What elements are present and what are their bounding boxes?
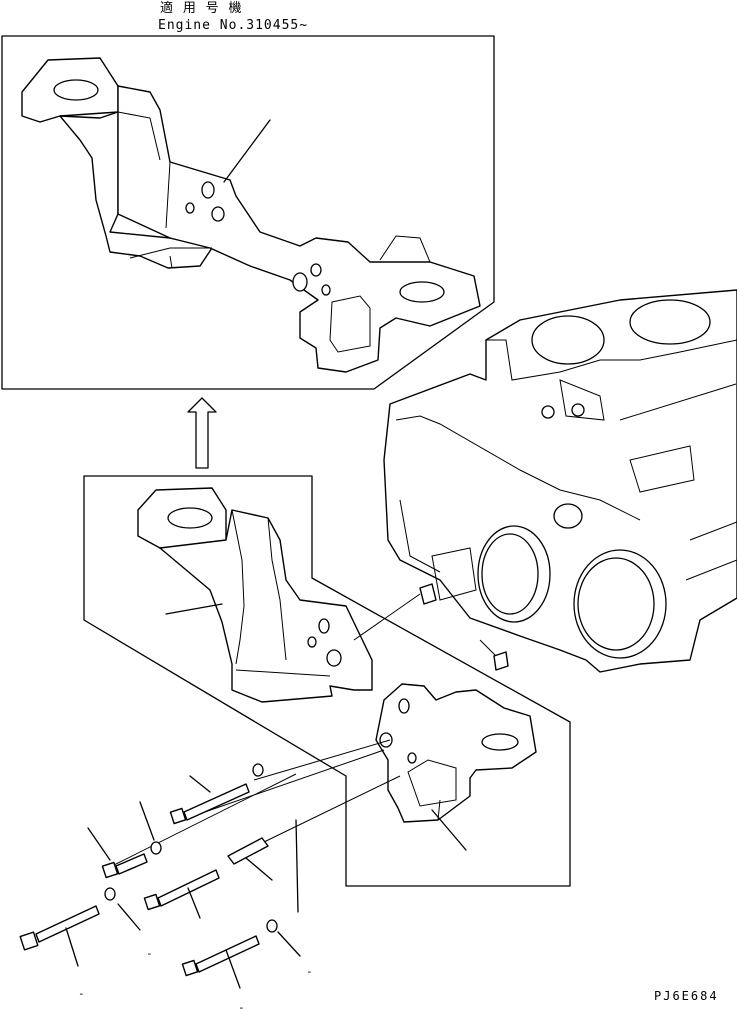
inset-frame xyxy=(1,35,495,390)
leader-washer-2 xyxy=(139,801,155,841)
callout-dash-2: - xyxy=(78,987,85,1000)
bolt-2 xyxy=(101,853,148,879)
spacer-sleeve xyxy=(227,837,269,865)
washer-4 xyxy=(266,919,278,933)
alignment-line-2 xyxy=(253,739,391,781)
dowel-pin-upper xyxy=(419,583,437,605)
callout-dash-3: - xyxy=(306,965,313,978)
up-arrow-icon xyxy=(187,397,217,469)
callout-dash-4: - xyxy=(238,1001,245,1014)
inset-leader-line xyxy=(223,119,271,183)
leader-bolt-1 xyxy=(189,775,211,793)
engine-number-label: Engine No.310455~ xyxy=(158,18,309,33)
left-mount-bracket xyxy=(137,487,373,703)
leader-washer-3 xyxy=(117,903,141,931)
bolt-4 xyxy=(19,905,100,951)
leader-bolt-3 xyxy=(187,887,201,919)
figure-code: PJ6E684 xyxy=(654,989,719,1003)
leader-spacer xyxy=(245,857,273,881)
left-bracket-leader-line xyxy=(165,603,223,615)
leader-bolt-2 xyxy=(87,827,111,861)
callout-dash-1: - xyxy=(146,947,153,960)
leader-bolt-4 xyxy=(65,927,79,967)
standard-group-frame xyxy=(83,475,571,887)
washer-2 xyxy=(150,841,162,855)
inset-bracket-long xyxy=(21,57,481,373)
dowel-pin-lower xyxy=(493,651,509,671)
alignment-line-5 xyxy=(263,775,401,843)
leader-washer-1 xyxy=(295,819,299,913)
applicability-label: 適 用 号 機 xyxy=(160,1,243,16)
leader-bolt-5 xyxy=(225,949,241,989)
right-mount-bracket xyxy=(375,683,537,823)
bolt-1 xyxy=(169,783,250,825)
alignment-line-1 xyxy=(353,593,421,641)
washer-3 xyxy=(104,887,116,901)
engine-block xyxy=(383,289,737,673)
bolt-5 xyxy=(181,935,260,977)
alignment-line-4 xyxy=(107,773,297,869)
leader-washer-4 xyxy=(277,931,301,957)
bolt-3 xyxy=(143,869,220,911)
right-bracket-leader-line xyxy=(431,809,467,851)
washer-1 xyxy=(252,763,264,777)
